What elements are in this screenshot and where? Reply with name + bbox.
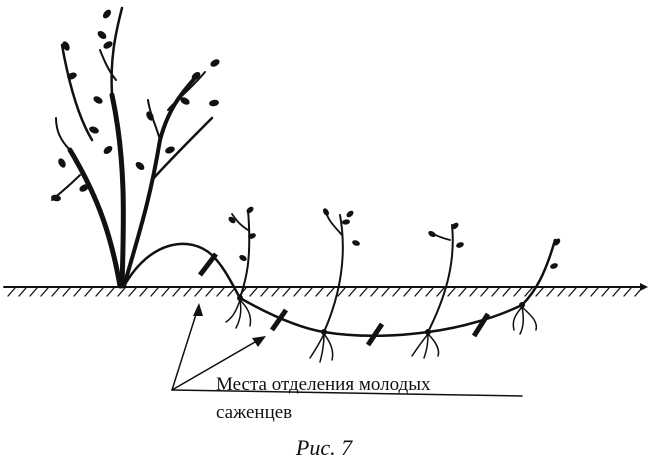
cut-mark [269, 308, 289, 332]
cut-mark [365, 322, 385, 347]
callout-pointers [171, 303, 523, 397]
sapling-1 [225, 206, 256, 329]
cut-marks [198, 252, 491, 347]
figure-caption: Рис. 7 [295, 435, 353, 460]
sapling-4 [512, 238, 561, 335]
ground [3, 283, 648, 297]
callout-line-1: Места отделения молодых [216, 374, 431, 395]
callout-line-2: саженцев [216, 402, 292, 423]
sapling-2 [309, 208, 360, 363]
layered-shoot [122, 238, 557, 338]
cut-mark [198, 252, 218, 277]
mother-bush [51, 6, 220, 289]
cut-mark [471, 312, 491, 338]
sapling-3 [411, 222, 464, 359]
